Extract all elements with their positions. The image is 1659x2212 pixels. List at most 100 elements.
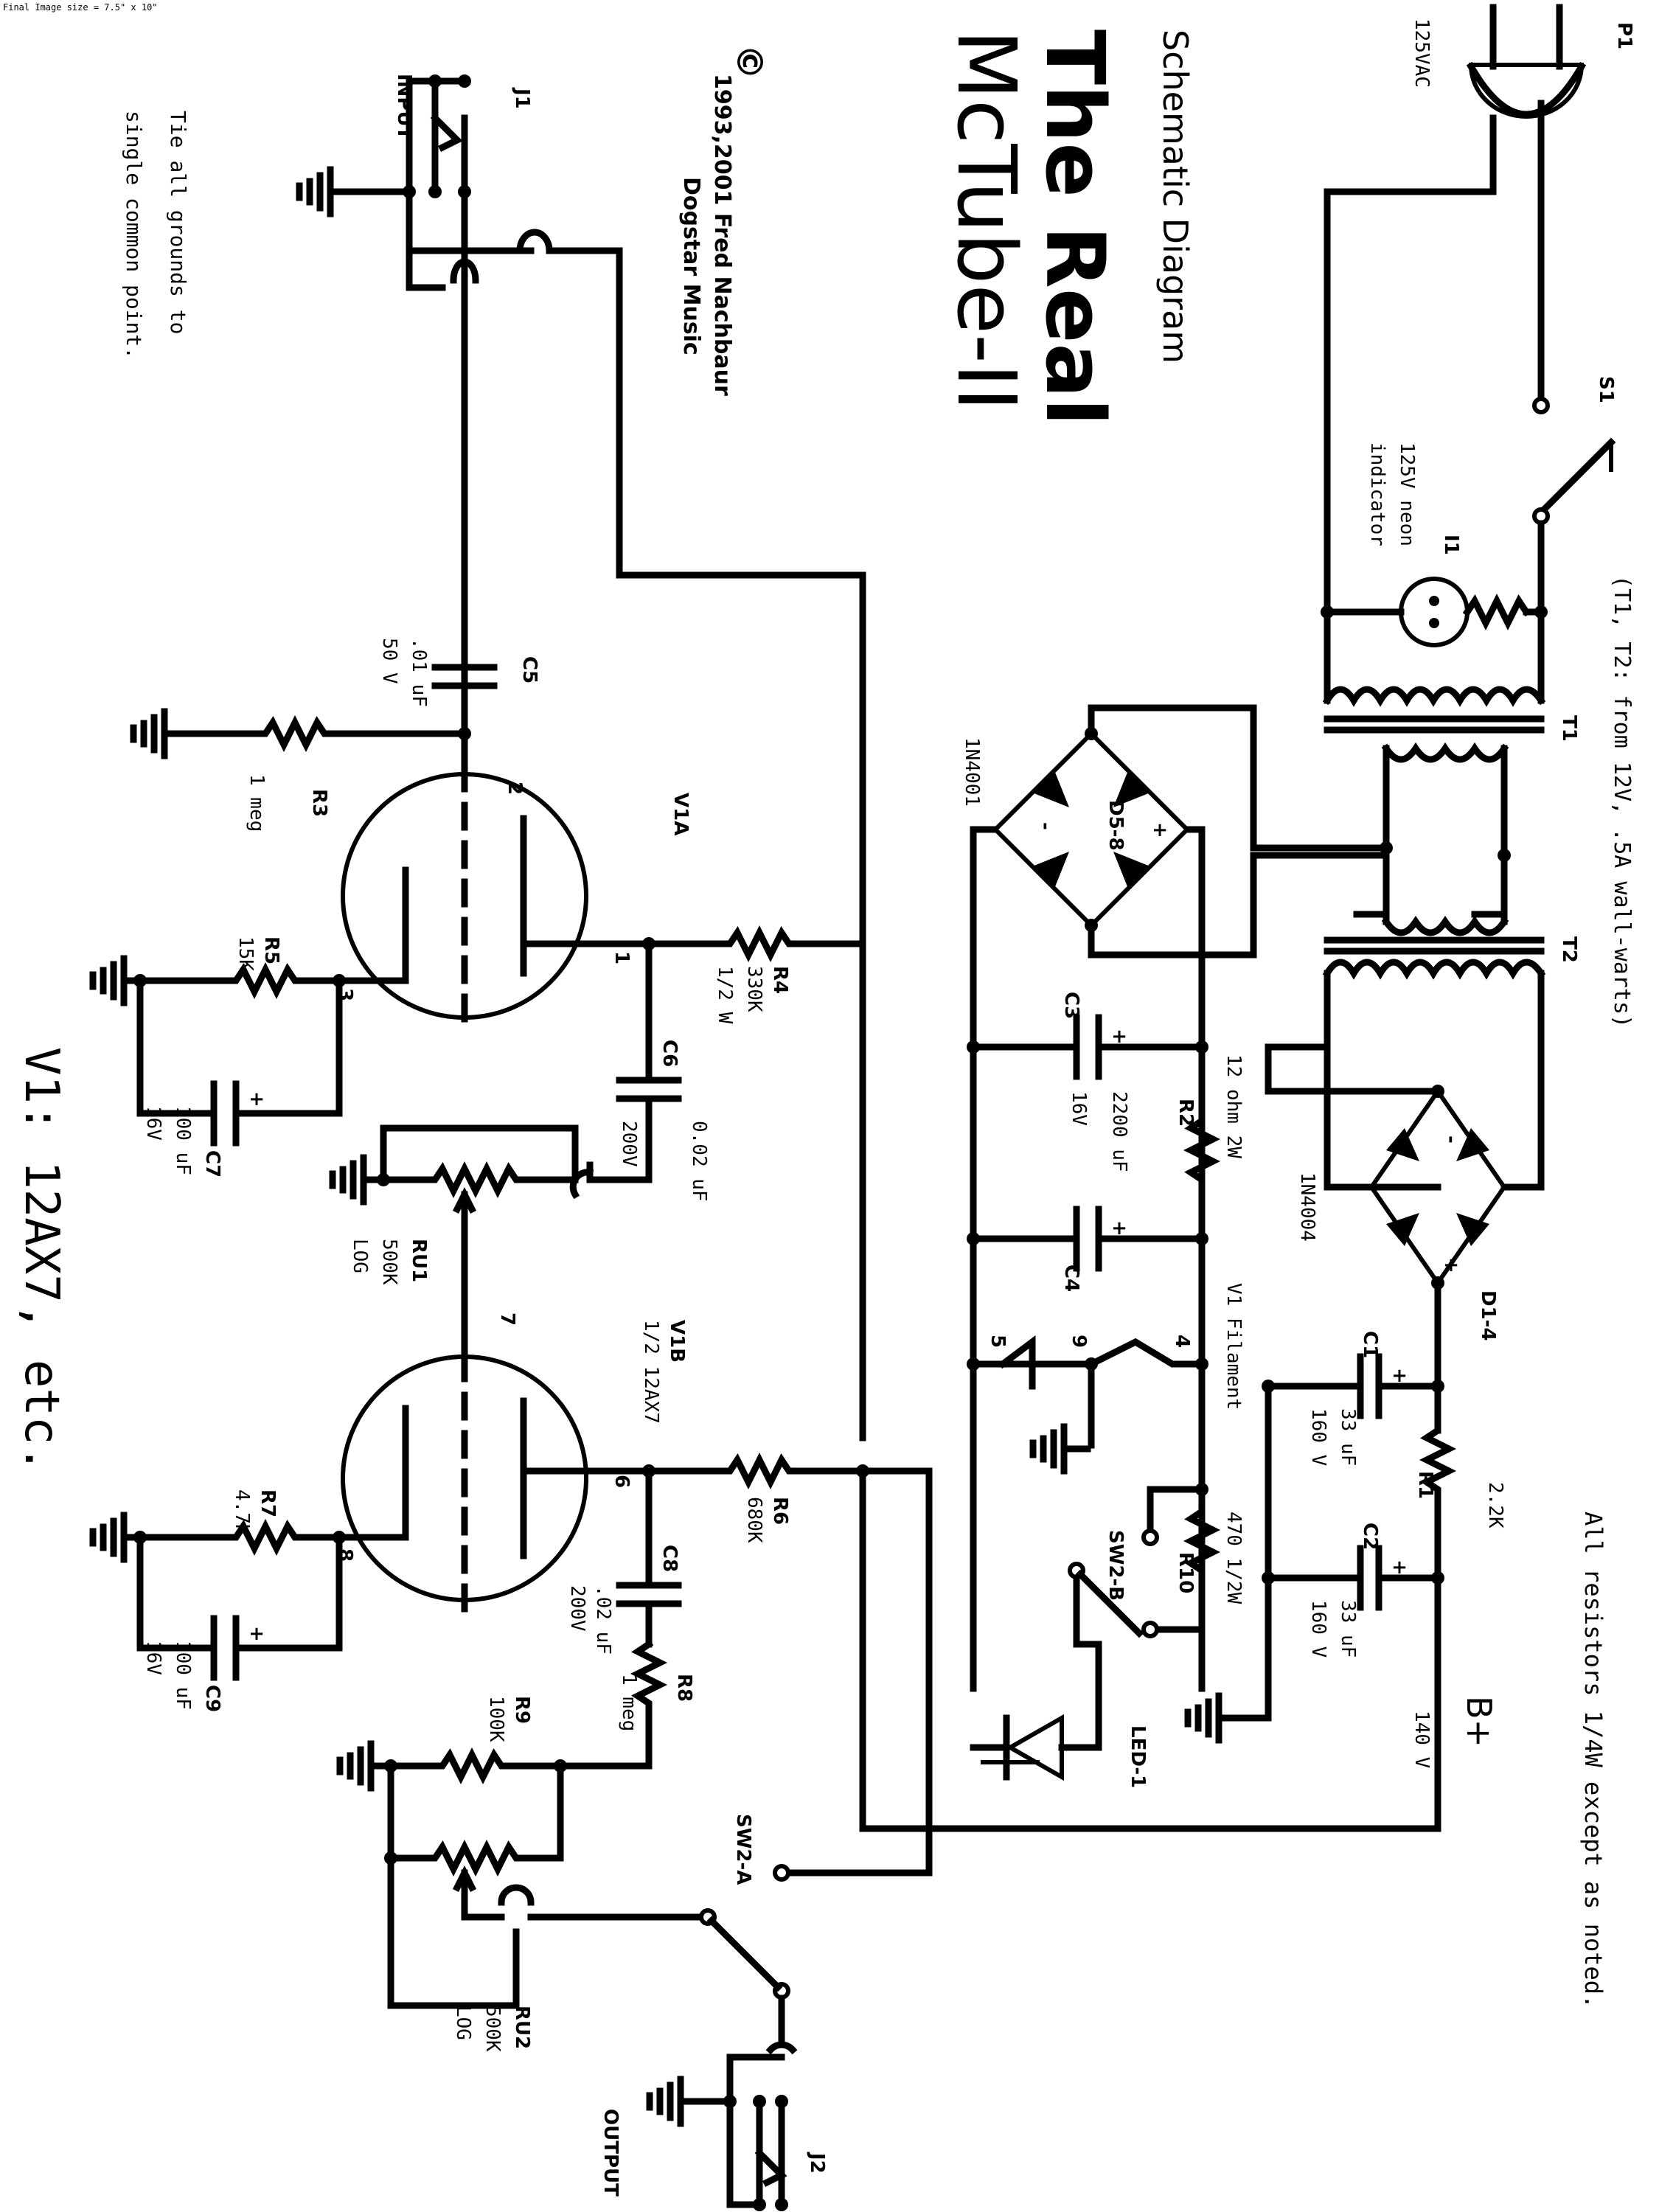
c9-plus: + — [246, 1626, 268, 1642]
v1a-pin1: 1 — [611, 951, 633, 964]
c2-value2: 160 V — [1307, 1600, 1329, 1658]
capacitor-c3: + C3 2200 uF 16V — [967, 992, 1208, 1172]
d5-8-plus: + — [1149, 822, 1171, 838]
v1b-pin6: 6 — [611, 1475, 633, 1488]
copyright-line1: 1993,2001 Fred Nachbaur — [709, 74, 735, 396]
c8-value1: .02 uF — [592, 1585, 614, 1655]
ground-symbol-filament — [1033, 1427, 1088, 1471]
d1-4-ref: D1-4 — [1477, 1290, 1499, 1341]
t2-ref: T2 — [1558, 936, 1580, 963]
hv-minus-lead — [1265, 1043, 1441, 1095]
hv-ground-rail — [1235, 1382, 1272, 1722]
tube-v1a: 2 1 3 V1A — [334, 763, 692, 1036]
resistor-r6: R6 680K — [642, 1452, 869, 1543]
c7-value1: 100 uF — [172, 1106, 194, 1175]
c4-ref: C4 — [1060, 1265, 1082, 1292]
capacitor-c4: + C4 — [967, 1206, 1208, 1292]
c6-ref: C6 — [658, 1040, 681, 1067]
transformer-t1: T1 — [1322, 675, 1580, 763]
fil-pin5: 5 — [987, 1335, 1009, 1348]
filament-v1: 5 9 4 V1 Filament — [967, 1283, 1245, 1449]
c3-ref: C3 — [1060, 992, 1082, 1019]
title-mctube: McTube-II — [939, 29, 1034, 411]
r10-ref: R10 — [1175, 1552, 1197, 1593]
c3-value2: 16V — [1068, 1091, 1090, 1126]
neon-indicator-i1: I1 125V neon indicator — [1321, 442, 1548, 647]
switch-sw2b: SW2-B — [1058, 1530, 1144, 1751]
ground-symbol-ru1 — [333, 1158, 387, 1202]
r7-value: 4.7K — [231, 1489, 253, 1536]
c9-value1: 100 uF — [172, 1641, 194, 1710]
capacitor-c2: + C2 33 uF 160 V — [1262, 1523, 1444, 1658]
copyright-line2: Dogstar Music — [678, 177, 704, 355]
r8-ref: R8 — [673, 1674, 695, 1702]
tube-note: V1: 12AX7, etc. — [14, 1047, 69, 1473]
ground-symbol-r9 — [340, 1744, 394, 1788]
mains-wire-neutral — [1324, 114, 1497, 682]
resistor-r3: R3 1 meg — [173, 714, 471, 832]
sw2b-ref: SW2-B — [1105, 1530, 1127, 1601]
potentiometer-ru2: RU2 500K LOG — [384, 1762, 712, 2052]
t-link — [1382, 844, 1508, 925]
d5-8-value: 1N4001 — [961, 737, 983, 807]
v1a-ref: V1A — [669, 793, 692, 835]
p1-ref: P1 — [1613, 22, 1635, 49]
bplus-voltage: 140 V — [1411, 1711, 1433, 1768]
page-size-note: Final Image size = 7.5" x 10" — [3, 2, 158, 13]
r1-value: 2.2K — [1484, 1482, 1506, 1528]
resistor-note: All resistors 1/4W except as noted. — [1579, 1512, 1607, 2008]
c2-value1: 33 uF — [1337, 1600, 1359, 1658]
c5-ref: C5 — [518, 656, 540, 684]
v1b-value: 1/2 12AX7 — [640, 1320, 662, 1424]
ground-note: Tie all grounds to single common point. — [122, 111, 190, 359]
ru1-ref: RU1 — [408, 1239, 430, 1282]
copyright-symbol: © — [728, 44, 770, 80]
v1a-pin2: 2 — [504, 782, 526, 795]
v1b-pin7: 7 — [496, 1312, 518, 1326]
t1-secondary-a — [1353, 745, 1390, 918]
c2-plus: + — [1388, 1559, 1411, 1576]
r5-value: 15K — [234, 936, 257, 971]
bplus-label: B+ — [1459, 1696, 1499, 1747]
t1-to-bridge1 — [1088, 704, 1390, 852]
sw2a-ref: SW2-A — [732, 1814, 754, 1885]
capacitor-c9: + C9 100 uF 16V — [136, 1534, 343, 1712]
r2-value: 12 ohm 2W — [1222, 1054, 1245, 1158]
t1-to-bridge2 — [1088, 852, 1390, 959]
c7-plus: + — [246, 1091, 268, 1107]
j1-value: INPUT — [393, 74, 415, 140]
resistor-r10: R10 470 1/2W — [1141, 1483, 1245, 1638]
d5-8-ref: D5-8 — [1105, 800, 1127, 851]
ru2-ref: RU2 — [511, 2006, 533, 2049]
d5-8-minus: - — [1034, 822, 1057, 830]
c1-ref: C1 — [1359, 1331, 1381, 1358]
p1-value: 125VAC — [1411, 18, 1433, 88]
ru2-value1: 500K — [481, 2006, 504, 2052]
r2-ref: R2 — [1175, 1099, 1197, 1127]
ground-symbol-output — [650, 2079, 704, 2124]
j2-ref: J2 — [806, 2152, 828, 2174]
c8-value2: 200V — [566, 1585, 588, 1632]
resistor-r5: R5 15K — [133, 936, 346, 1000]
i1-ref: I1 — [1440, 535, 1462, 555]
ru1-value1: 500K — [378, 1239, 400, 1285]
switch-sw2a: SW2-A — [699, 1537, 933, 2000]
r5-ref: R5 — [260, 936, 282, 964]
r4-value2: 1/2 W — [714, 966, 736, 1024]
d1-4-value: 1N4004 — [1296, 1172, 1318, 1242]
c9-ref: C9 — [201, 1685, 223, 1712]
c9-value2: 16V — [142, 1641, 164, 1675]
resistor-r9: R9 100K — [384, 1696, 567, 1785]
potentiometer-ru1: RU1 500K LOG — [349, 1124, 594, 1360]
c7-value2: 16V — [142, 1106, 164, 1141]
r8-value: 1 meg — [618, 1674, 640, 1731]
d1-4-minus: - — [1440, 1135, 1462, 1144]
t1-secondary-b — [1471, 745, 1508, 918]
c5-value2: 50 V — [378, 638, 400, 684]
bridge-plus-rail — [1183, 826, 1206, 1692]
t1-ref: T1 — [1558, 715, 1580, 742]
c1-value2: 160 V — [1307, 1408, 1329, 1466]
r7-ref: R7 — [257, 1489, 279, 1517]
ground-symbol-input — [299, 170, 354, 214]
capacitor-c7: + C7 100 uF 16V — [136, 977, 343, 1178]
